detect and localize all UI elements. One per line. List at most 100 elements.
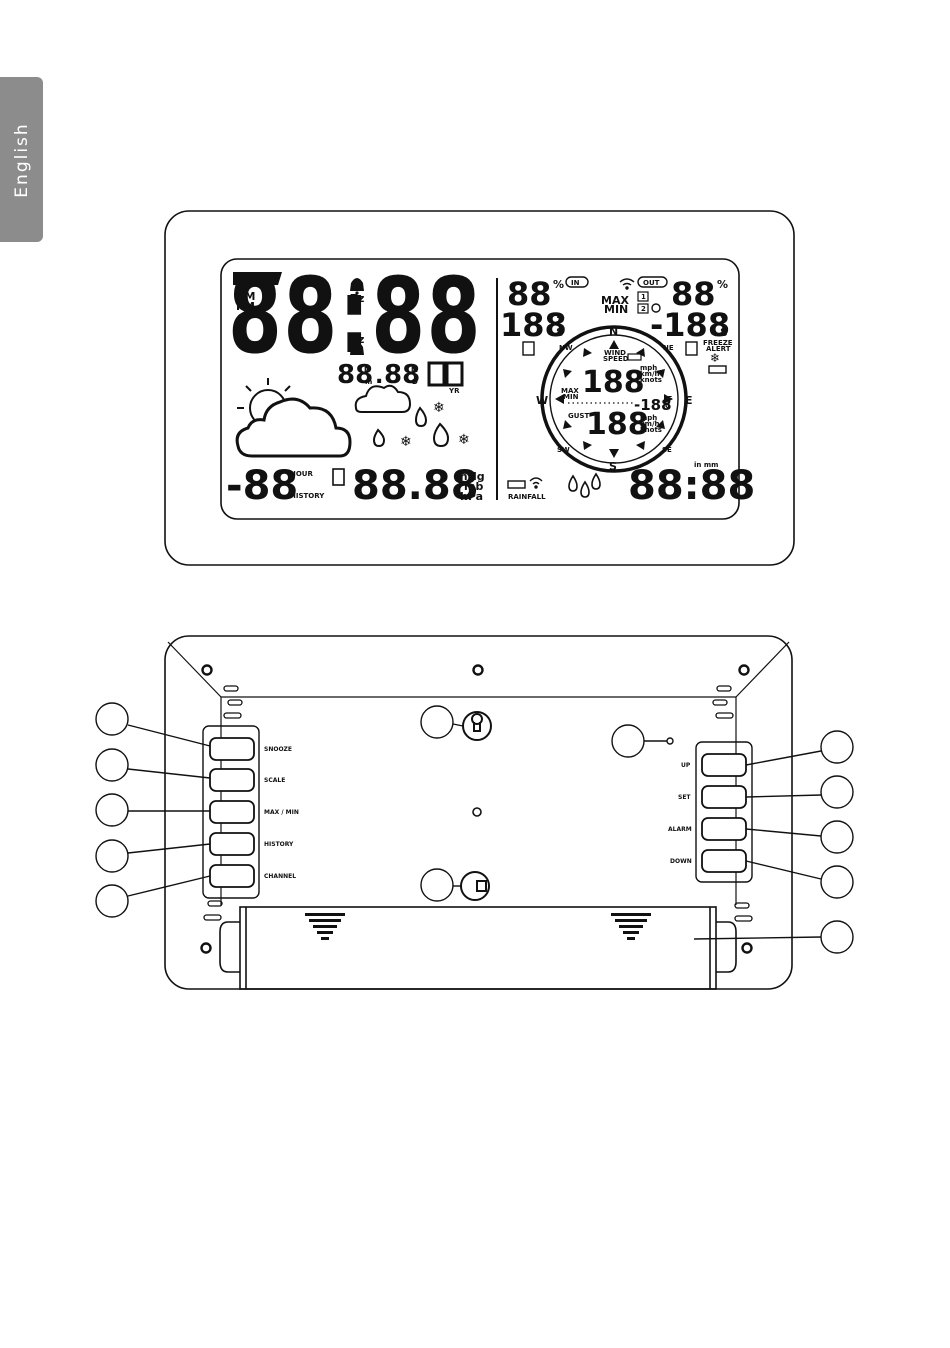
back-corner-tr bbox=[735, 641, 790, 698]
screws bbox=[200, 664, 753, 954]
up-label: UP bbox=[681, 762, 691, 769]
scale-button[interactable] bbox=[209, 768, 255, 792]
date-sub-2: D bbox=[412, 378, 418, 386]
lcd-screen bbox=[220, 258, 740, 520]
compass-n: N bbox=[609, 325, 618, 338]
language-tab: English bbox=[0, 77, 43, 242]
pressure-trend-icon bbox=[332, 468, 345, 486]
wind-speed-label-1: WIND bbox=[604, 349, 626, 357]
channel-label: CHANNEL bbox=[264, 873, 296, 880]
history-button[interactable] bbox=[209, 832, 255, 856]
compass-ne: NE bbox=[663, 344, 674, 352]
humidity-out-digits: 88 bbox=[671, 275, 716, 313]
snowflake-icon-2: ❄ bbox=[400, 434, 412, 450]
reset-hole bbox=[666, 737, 674, 745]
date-separator: . bbox=[375, 364, 383, 389]
wind-battery-icon bbox=[627, 353, 642, 361]
freeze-snowflake-icon: ❄ bbox=[710, 351, 720, 365]
right-buttons bbox=[701, 753, 747, 873]
set-label: SET bbox=[678, 794, 691, 801]
outdoor-battery-icon bbox=[708, 365, 727, 374]
temp-in-unit: °F bbox=[553, 312, 562, 320]
snooze-zz-2: Zz bbox=[350, 333, 364, 346]
pressure-unit-inhg: inHg bbox=[456, 470, 485, 483]
temp-in-decimal: 8 bbox=[556, 326, 564, 339]
battery-compartment bbox=[219, 906, 737, 990]
front-view: AM PM 88:88 Zz Zz 88 D m . 88 M D YR bbox=[164, 210, 795, 566]
back-view: SNOOZE SCALE MAX / MIN HISTORY CHANNEL U… bbox=[95, 635, 854, 990]
sun-cloud-icon bbox=[235, 378, 352, 458]
wall-hang-keyhole-icon bbox=[462, 711, 492, 741]
compass-pointers bbox=[555, 340, 673, 458]
temp-out-trend-icon bbox=[685, 341, 698, 356]
max-label: MAX bbox=[601, 294, 629, 307]
snowflake-icon-1: ❄ bbox=[433, 400, 445, 416]
alarm-label: ALARM bbox=[668, 826, 692, 833]
freeze-alert-2: ALERT bbox=[706, 345, 731, 353]
snowflake-icon-3: ❄ bbox=[458, 432, 470, 448]
date-sub-1: m bbox=[365, 378, 372, 386]
channel-2-frame bbox=[637, 303, 649, 314]
connector-socket-icon bbox=[460, 871, 490, 901]
pressure-digits: 88.88 bbox=[352, 463, 479, 509]
snooze-button[interactable] bbox=[209, 737, 255, 761]
channel-2: 2 bbox=[641, 305, 646, 313]
gust-unit-kmh: km/h bbox=[640, 420, 660, 428]
channel-1-frame bbox=[637, 291, 649, 302]
channel-1: 1 bbox=[641, 293, 646, 301]
compass-se: SE bbox=[662, 446, 672, 454]
compass-max: MAX bbox=[561, 387, 579, 395]
date-sup-2: M bbox=[411, 366, 418, 374]
date-digits-1: 88 bbox=[337, 360, 373, 390]
rain-units: in mm bbox=[694, 461, 718, 469]
am-indicator: AM bbox=[236, 290, 255, 303]
signal-icon bbox=[619, 278, 635, 290]
compass-nw: NW bbox=[559, 344, 573, 352]
history-label: HISTORY bbox=[290, 492, 325, 500]
humidity-out-pct: % bbox=[717, 278, 728, 291]
channel-button[interactable] bbox=[209, 864, 255, 888]
compass-min: MIN bbox=[563, 393, 579, 401]
front-housing bbox=[164, 210, 795, 566]
compass-sw: SW bbox=[557, 446, 570, 454]
up-button[interactable] bbox=[701, 753, 747, 777]
gust-label: GUST bbox=[568, 412, 589, 420]
rain-digits: 88:88 bbox=[628, 463, 755, 509]
gust-unit-knots: knots bbox=[640, 426, 662, 434]
wind-unit-kmh: km/h bbox=[640, 370, 660, 378]
scale-label: SCALE bbox=[264, 777, 285, 784]
cloud-rain-icon bbox=[354, 384, 450, 448]
humidity-in-digits: 88 bbox=[507, 275, 552, 313]
min-label: MIN bbox=[604, 303, 628, 316]
temp-out-decimal: 8 bbox=[720, 326, 728, 339]
date-sup-1: D bbox=[364, 366, 370, 374]
weekday-segment-1 bbox=[427, 361, 446, 387]
temp-in-digits: 188 bbox=[500, 306, 567, 344]
set-button[interactable] bbox=[701, 785, 747, 809]
wind-compass bbox=[540, 325, 688, 473]
channel-scan-icon bbox=[651, 303, 661, 313]
down-label: DOWN bbox=[670, 858, 692, 865]
compass-e: E bbox=[685, 394, 693, 407]
back-corner-tl bbox=[167, 641, 222, 698]
history-label: HISTORY bbox=[264, 841, 294, 848]
pm-indicator: PM bbox=[236, 300, 255, 313]
hour-label: HOUR bbox=[290, 470, 313, 478]
callouts bbox=[95, 702, 854, 954]
windchill-sub: C bbox=[665, 402, 670, 410]
rain-signal-icon bbox=[529, 477, 543, 489]
wind-speed-digits: 188 bbox=[582, 365, 645, 400]
down-button[interactable] bbox=[701, 849, 747, 873]
left-button-panel bbox=[202, 725, 260, 899]
clock-corner-bar bbox=[233, 272, 282, 285]
snooze-zz-1: Zz bbox=[350, 292, 364, 305]
out-badge-frame bbox=[637, 276, 668, 288]
snooze-label: SNOOZE bbox=[264, 746, 292, 753]
gust-unit-mph: mph bbox=[640, 414, 657, 422]
wind-speed-label-2: SPEED bbox=[603, 355, 629, 363]
max-min-button[interactable] bbox=[209, 800, 255, 824]
temp-in-sub: C bbox=[555, 320, 560, 328]
out-badge: OUT bbox=[643, 279, 660, 287]
alarm-button[interactable] bbox=[701, 817, 747, 841]
